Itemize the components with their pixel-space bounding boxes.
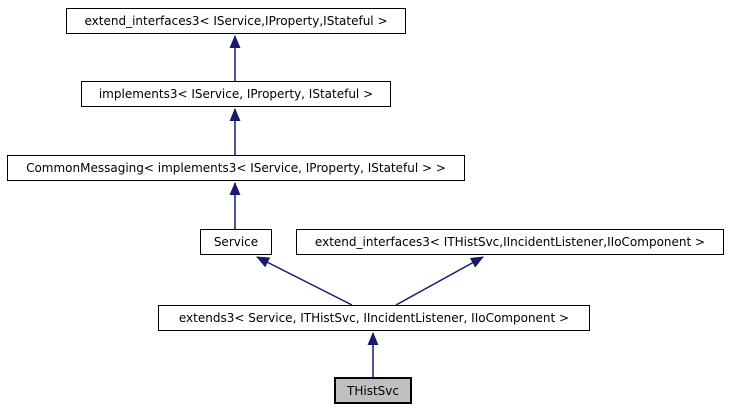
node-thistsvc-current: THistSvc	[334, 377, 412, 404]
node-service[interactable]: Service	[200, 229, 272, 255]
node-extends3[interactable]: extends3< Service, ITHistSvc, IIncidentL…	[158, 305, 590, 331]
node-commonmessaging[interactable]: CommonMessaging< implements3< IService, …	[7, 155, 465, 181]
node-extend-interfaces3-ithistsvc[interactable]: extend_interfaces3< ITHistSvc,IIncidentL…	[296, 229, 724, 255]
inheritance-arrow-extends3-to-extend-right	[395, 256, 484, 306]
node-extend-interfaces3-iservice[interactable]: extend_interfaces3< IService,IProperty,I…	[66, 8, 406, 34]
inheritance-arrow-extends3-to-service	[256, 256, 353, 306]
node-implements3[interactable]: implements3< IService, IProperty, IState…	[81, 81, 391, 107]
